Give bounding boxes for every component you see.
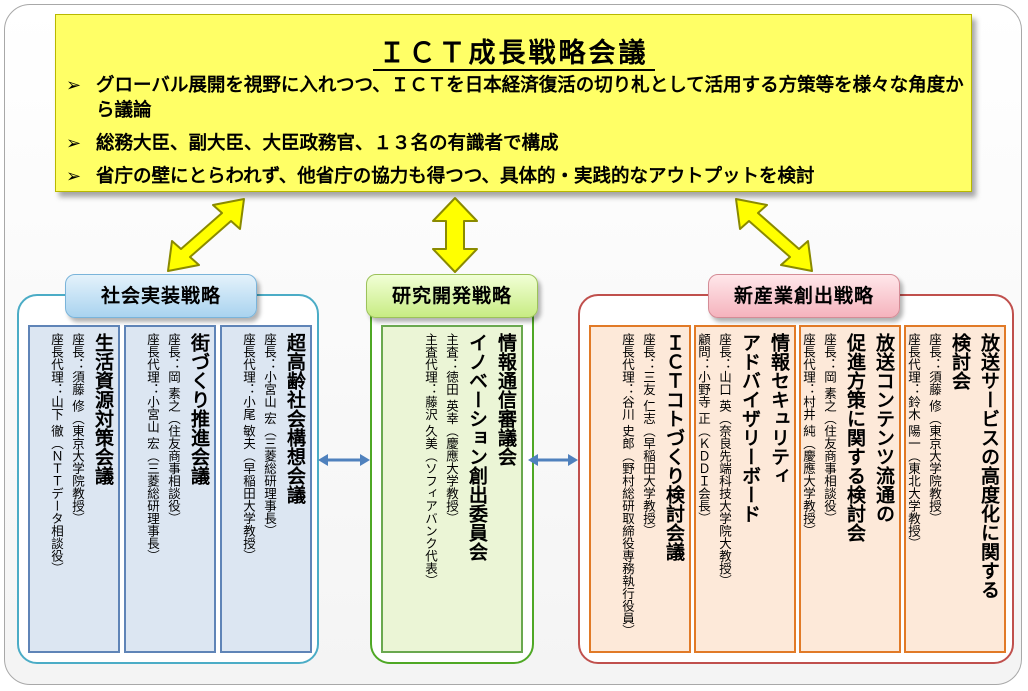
header-bullet-list: グローバル展開を視野に入れつつ、ＩＣＴを日本経済復活の切り札として活用する方策等… (66, 73, 966, 197)
council-vice-chair: 座長代理：鈴木 陽一（東北大学教授） (906, 333, 921, 550)
council-title: 放送コンテンツ流通の (873, 333, 895, 523)
council-chair: 座長：須藤 修（東京大学院教授） (70, 333, 85, 525)
council-box-broadcast-content: 放送コンテンツ流通の 促進方策に関する検討会 座長：岡 素之（住友商事相談役） … (799, 325, 901, 653)
link-arrow-left-icon (318, 454, 370, 466)
header-bullet: 総務大臣、副大臣、大臣政務官、１３名の有識者で構成 (66, 131, 966, 156)
council-chair: 座長：岡 素之（住友商事相談役） (822, 333, 837, 525)
council-chair: 座長：岡 素之（住友商事相談役） (166, 333, 181, 525)
council-vice-chair: 座長代理：小尾 敏夫（早稲田大学教授） (241, 333, 256, 562)
double-arrow-center-icon (432, 197, 478, 273)
council-title-line2: イノベーション創出委員会 (466, 333, 488, 561)
council-vice-chair: 座長代理：村井 純（慶應大学教授） (801, 333, 816, 537)
council-title: 超高齢社会構想会議 (284, 333, 306, 504)
council-title-line2: 検討会 (949, 333, 971, 390)
council-vice-chair: 座長代理：小宮山 宏（三菱総研理事長） (145, 333, 160, 562)
header-bullet: 省庁の壁にとらわれず、他省庁の協力も得つつ、具体的・実践的なアウトプットを検討 (66, 164, 966, 189)
council-title: 放送サービスの高度化に関する (978, 333, 1000, 599)
council-box-innovation: 情報通信審議会 イノベーション創出委員会 主査：徳田 英幸（慶應大学教授） 主査… (381, 325, 523, 653)
council-title-line2: アドバイザリーボード (739, 333, 761, 523)
council-vice-chair: 座長代理：山下 徹（ＮＴＴデータ相談役） (49, 333, 64, 575)
council-title: 情報セキュリティ (768, 333, 790, 485)
council-title: 街づくり推進会議 (188, 333, 210, 485)
header-bullet: グローバル展開を視野に入れつつ、ＩＣＴを日本経済復活の切り札として活用する方策等… (66, 73, 966, 123)
council-box-broadcast-service: 放送サービスの高度化に関する 検討会 座長：須藤 修（東京大学院教授） 座長代理… (904, 325, 1006, 653)
council-title: 生活資源対策会議 (92, 333, 114, 485)
council-chair: 座長：三友 仁志（早稲田大学教授） (641, 333, 656, 537)
council-title: 情報通信審議会 (495, 333, 517, 466)
council-chair: 座長：山口 英（奈良先端科技大学院大教授） (717, 333, 732, 587)
council-chair: 座長：須藤 修（東京大学院教授） (927, 333, 942, 525)
council-title-line2: 促進方策に関する検討会 (844, 333, 866, 542)
council-chair: 座長：小宮山 宏（三菱総研理事長） (262, 333, 277, 537)
group-research-label: 研究開発戦略 (366, 274, 538, 318)
council-vice-chair: 主査代理：藤沢 久美（ソフィアバンク代表） (423, 333, 438, 587)
double-arrow-left-icon (167, 198, 245, 272)
council-box-kotozukuri: ＩＣＴコトづくり検討会議 座長：三友 仁志（早稲田大学教授） 座長代理：谷川 史… (589, 325, 691, 653)
council-box-security: 情報セキュリティ アドバイザリーボード 座長：山口 英（奈良先端科技大学院大教授… (694, 325, 796, 653)
council-vice-chair: 顧問：小野寺 正（ＫＤＤＩ会長） (696, 333, 711, 525)
link-arrow-right-icon (528, 454, 578, 466)
group-new-industry-label: 新産業創出戦略 (708, 274, 900, 318)
group-social-label: 社会実装戦略 (65, 274, 257, 318)
council-chair: 主査：徳田 英幸（慶應大学教授） (444, 333, 459, 525)
council-title: ＩＣＴコトづくり検討会議 (663, 333, 685, 561)
page-title: ＩＣＴ成長戦略会議 (56, 31, 971, 71)
council-vice-chair: 座長代理：谷川 史郎（野村総研取締役専務執行役員） (620, 333, 635, 637)
council-box-town: 街づくり推進会議 座長：岡 素之（住友商事相談役） 座長代理：小宮山 宏（三菱総… (124, 325, 216, 653)
header-panel: ＩＣＴ成長戦略会議 グローバル展開を視野に入れつつ、ＩＣＴを日本経済復活の切り札… (55, 14, 972, 192)
council-box-resource: 生活資源対策会議 座長：須藤 修（東京大学院教授） 座長代理：山下 徹（ＮＴＴデ… (28, 325, 120, 653)
double-arrow-right-icon (735, 198, 813, 272)
council-box-aging: 超高齢社会構想会議 座長：小宮山 宏（三菱総研理事長） 座長代理：小尾 敏夫（早… (220, 325, 312, 653)
